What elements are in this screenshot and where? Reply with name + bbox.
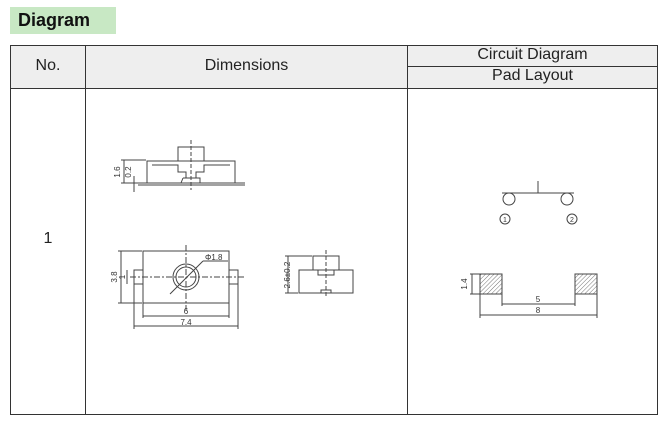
dim-body-length: 6 (184, 307, 189, 316)
section-title: Diagram (10, 7, 116, 34)
dim-terminal-width: 1 (118, 274, 127, 279)
dim-total-length: 7.4 (180, 318, 192, 327)
header-pad-layout: Pad Layout (492, 67, 573, 84)
dim-end-height: 2.6±0.2 (283, 261, 292, 288)
circuit-diagram (499, 181, 578, 225)
dim-side-offset: 0.2 (124, 166, 133, 178)
dim-button-dia: Φ1.8 (205, 253, 223, 262)
pin-1-label: 1 (503, 217, 507, 224)
pad-height-label: 1.4 (460, 278, 469, 290)
top-view-drawing (118, 245, 244, 329)
pad-span-label: 8 (536, 306, 541, 315)
dim-side-height: 1.6 (113, 166, 122, 178)
side-view-drawing (121, 140, 245, 192)
pad-gap-label: 5 (536, 295, 541, 304)
header-circuit-diagram: Circuit Diagram (477, 46, 588, 63)
header-dimensions: Dimensions (204, 57, 289, 74)
pin-2-label: 2 (570, 217, 574, 224)
row-number: 1 (43, 230, 53, 247)
dim-top-height: 3.8 (110, 271, 119, 283)
header-no: No. (35, 57, 61, 74)
end-view-drawing (285, 250, 354, 298)
pad-layout (470, 273, 598, 318)
